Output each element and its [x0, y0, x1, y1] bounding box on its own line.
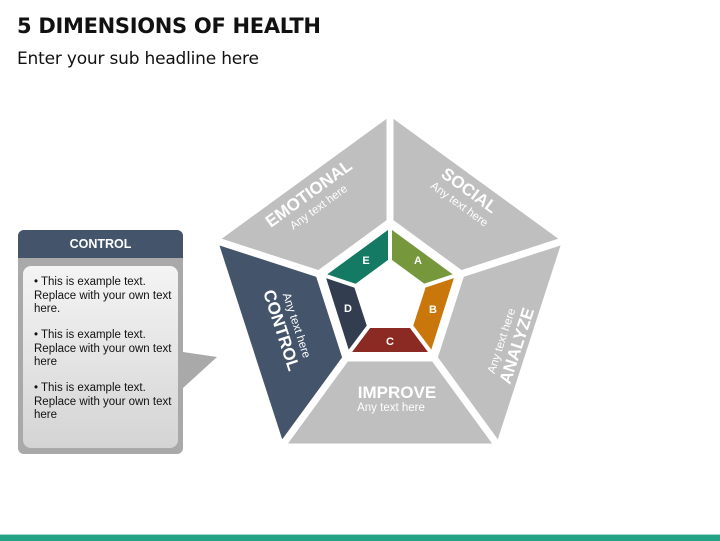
- label-a: A: [414, 255, 422, 267]
- page-title: 5 DIMENSIONS OF HEALTH: [17, 14, 321, 38]
- callout-bullet: • This is example text. Replace with you…: [34, 382, 172, 421]
- label-e: E: [362, 255, 369, 267]
- callout-pointer: [183, 352, 217, 388]
- callout-bullet: • This is example text. Replace with you…: [34, 276, 172, 315]
- callout-title: CONTROL: [18, 230, 183, 258]
- label-d: D: [344, 303, 352, 315]
- page-subtitle: Enter your sub headline here: [17, 49, 259, 69]
- control-callout: CONTROL • This is example text. Replace …: [18, 230, 183, 454]
- callout-bullet: • This is example text. Replace with you…: [34, 329, 172, 368]
- improve-subtext: Any text here: [357, 402, 425, 414]
- improve-title: IMPROVE: [358, 383, 436, 402]
- callout-body: • This is example text. Replace with you…: [23, 266, 178, 448]
- label-c: C: [386, 336, 394, 348]
- center-hole: [356, 261, 424, 326]
- footer-accent-bar: [0, 534, 720, 541]
- label-b: B: [429, 304, 437, 316]
